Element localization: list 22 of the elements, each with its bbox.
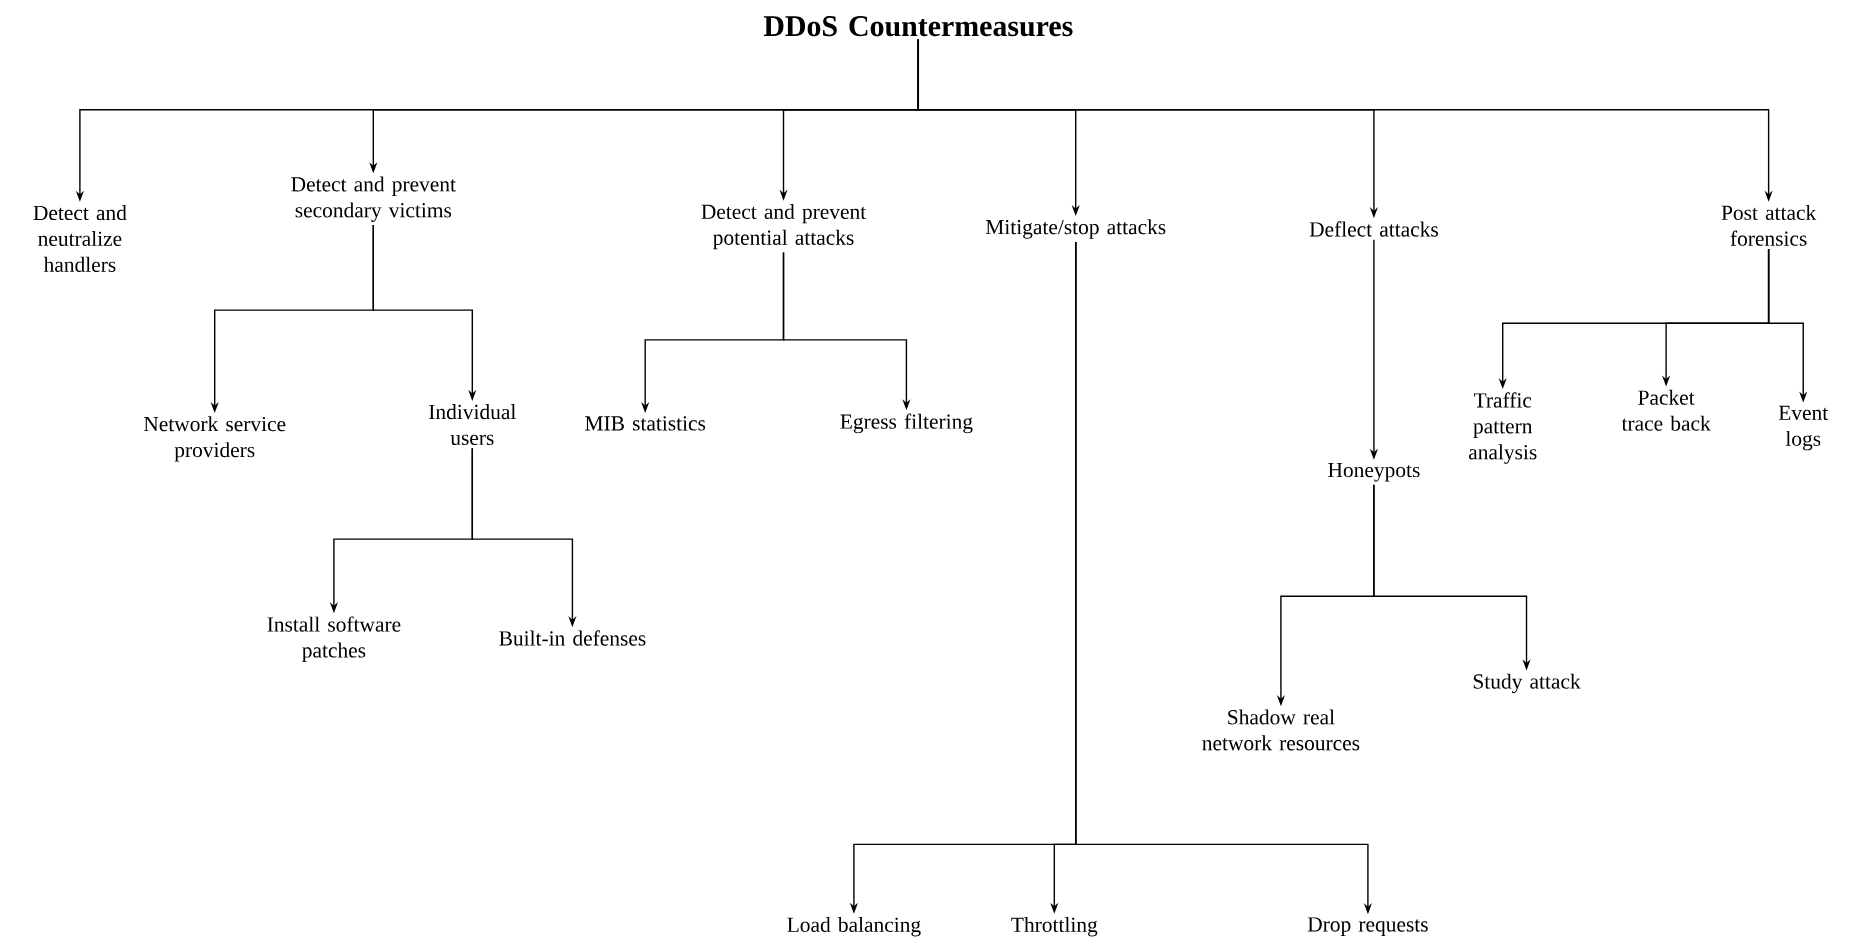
branch-label: Post attack forensics: [1721, 204, 1817, 246]
branch-label: Individual users: [429, 404, 516, 446]
branch-label: Install software patches: [267, 616, 401, 662]
branch-label: Traffic pattern analysis: [1468, 392, 1537, 464]
branch-label: Deflect attacks: [1309, 221, 1438, 237]
branch-label: Shadow real network resources: [1202, 709, 1360, 751]
branch-label: Detect and prevent secondary victims: [291, 176, 456, 222]
branch-label: Drop requests: [1307, 917, 1428, 936]
branch-label: Event logs: [1778, 405, 1829, 451]
branch-label: Load balancing: [787, 916, 921, 937]
branch-label: Egress filtering: [840, 413, 973, 434]
branch-label: Honeypots: [1328, 462, 1420, 482]
branch-label: Built-in defenses: [499, 630, 646, 646]
branch-label: Detect and prevent potential attacks: [701, 203, 867, 250]
title-text: DDoS Countermeasures: [763, 16, 1073, 37]
branch-label: Packet trace back: [1621, 389, 1711, 431]
branch-label: Study attack: [1473, 673, 1581, 694]
branch-label: Detect and neutralize handlers: [33, 205, 127, 272]
branch-label: Network service providers: [143, 416, 286, 462]
branch-label: MIB statistics: [585, 416, 706, 431]
branch-label: Throttling: [1011, 916, 1098, 937]
branch-label: Mitigate/stop attacks: [985, 219, 1166, 239]
